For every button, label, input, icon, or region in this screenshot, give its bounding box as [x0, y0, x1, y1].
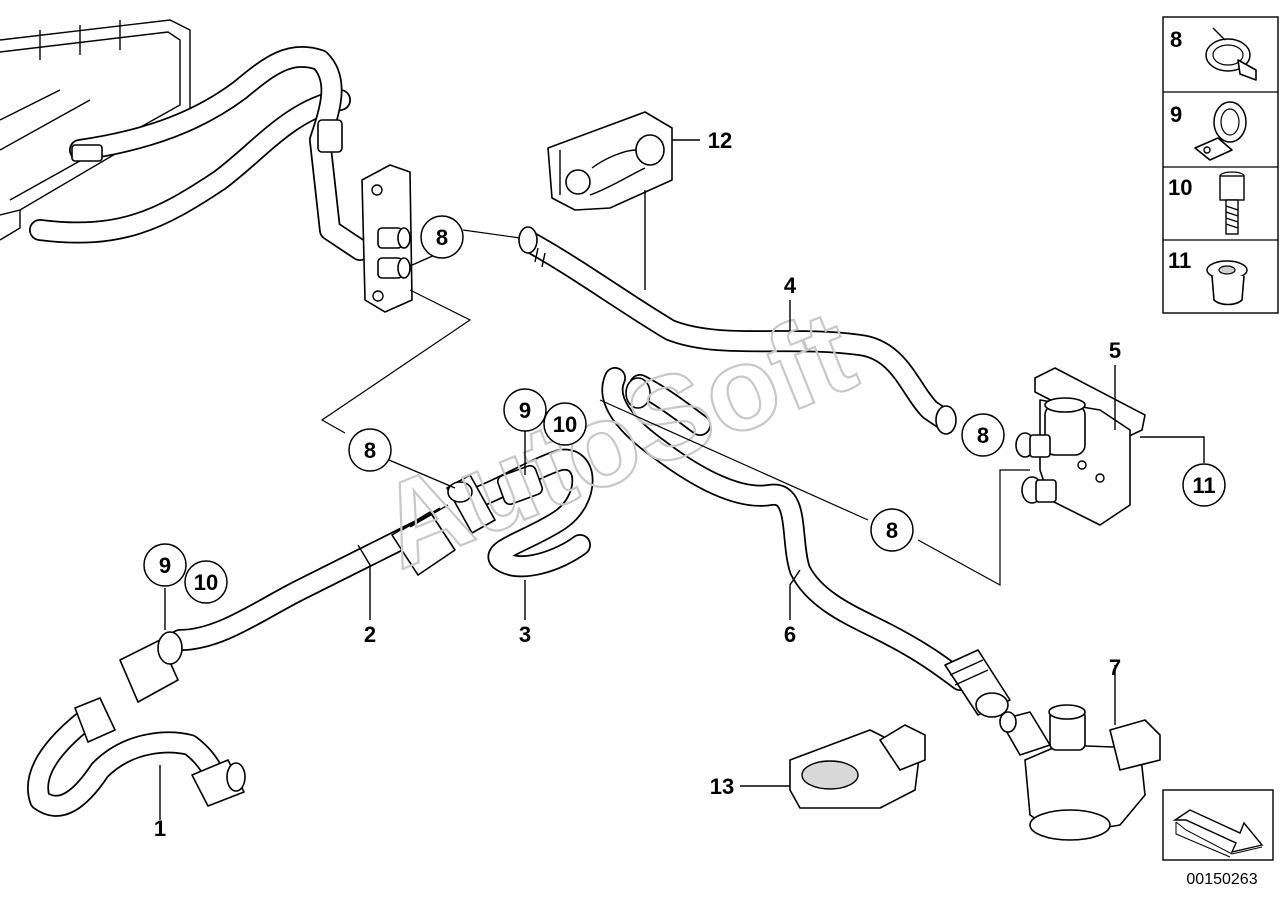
valve-5	[1015, 367, 1146, 526]
svg-text:8: 8	[1170, 27, 1182, 52]
bracket-12	[547, 111, 673, 211]
callout-10-hose3: 10	[543, 402, 587, 446]
callout-9-hose2: 9	[143, 543, 187, 587]
callout-11-valve: 11	[1182, 463, 1226, 507]
direction-arrow-icon	[1172, 809, 1264, 858]
hose-4	[518, 226, 957, 435]
direction-arrow-box	[1162, 789, 1274, 861]
callout-9-hose3: 9	[503, 388, 547, 432]
callout-2: 2	[364, 622, 376, 647]
svg-text:8: 8	[977, 423, 989, 448]
hose-1	[27, 697, 246, 817]
callout-4: 4	[784, 273, 797, 298]
callout-8-hose4-end: 8	[961, 413, 1005, 457]
hose-2	[119, 504, 456, 703]
svg-text:9: 9	[519, 398, 531, 423]
svg-text:8: 8	[436, 225, 448, 250]
hose-clamp-icon	[1205, 27, 1257, 81]
callout-7: 7	[1109, 655, 1121, 680]
svg-text:8: 8	[886, 518, 898, 543]
catalog-number: 00150263	[1186, 871, 1257, 888]
rubber-grommet-icon	[1206, 260, 1248, 306]
retaining-clip-icon	[1194, 101, 1247, 161]
circled-callouts: 8 8 8 8 9 10 9 10	[143, 215, 1226, 604]
legend-row-9: 9	[1170, 101, 1247, 161]
svg-text:9: 9	[159, 553, 171, 578]
leader-lines	[159, 139, 1205, 820]
legend-row-11: 11	[1168, 248, 1248, 306]
callout-1: 1	[154, 816, 166, 841]
callout-5: 5	[1109, 338, 1121, 363]
heater-flange	[361, 164, 413, 313]
callout-3: 3	[519, 622, 531, 647]
svg-text:10: 10	[553, 412, 577, 437]
svg-text:9: 9	[1170, 102, 1182, 127]
callout-8-hose6: 8	[870, 508, 914, 552]
legend-box: 8 9 10	[1162, 16, 1279, 314]
callout-13: 13	[710, 774, 734, 799]
callout-8-hose3: 8	[348, 428, 392, 472]
svg-text:10: 10	[194, 570, 218, 595]
hose-6	[601, 367, 1011, 718]
callout-8-heater: 8	[420, 215, 464, 259]
legend-row-10: 10	[1168, 171, 1245, 235]
svg-text:11: 11	[1192, 473, 1215, 498]
svg-text:11: 11	[1168, 248, 1191, 273]
connector-lines	[320, 229, 1030, 587]
callout-12: 12	[708, 128, 732, 153]
callout-6: 6	[784, 622, 796, 647]
legend-row-8: 8	[1170, 27, 1257, 81]
svg-text:10: 10	[1168, 175, 1192, 200]
heater-core	[0, 19, 371, 261]
hose-3	[446, 448, 594, 578]
callout-10-hose2: 10	[184, 560, 228, 604]
bracket-13	[789, 724, 926, 809]
callout-labels: 1 2 3 4 5 6 7 12 13	[154, 128, 1121, 841]
svg-text:8: 8	[364, 438, 376, 463]
water-pump-7	[999, 704, 1161, 841]
bolt-icon	[1219, 171, 1245, 235]
